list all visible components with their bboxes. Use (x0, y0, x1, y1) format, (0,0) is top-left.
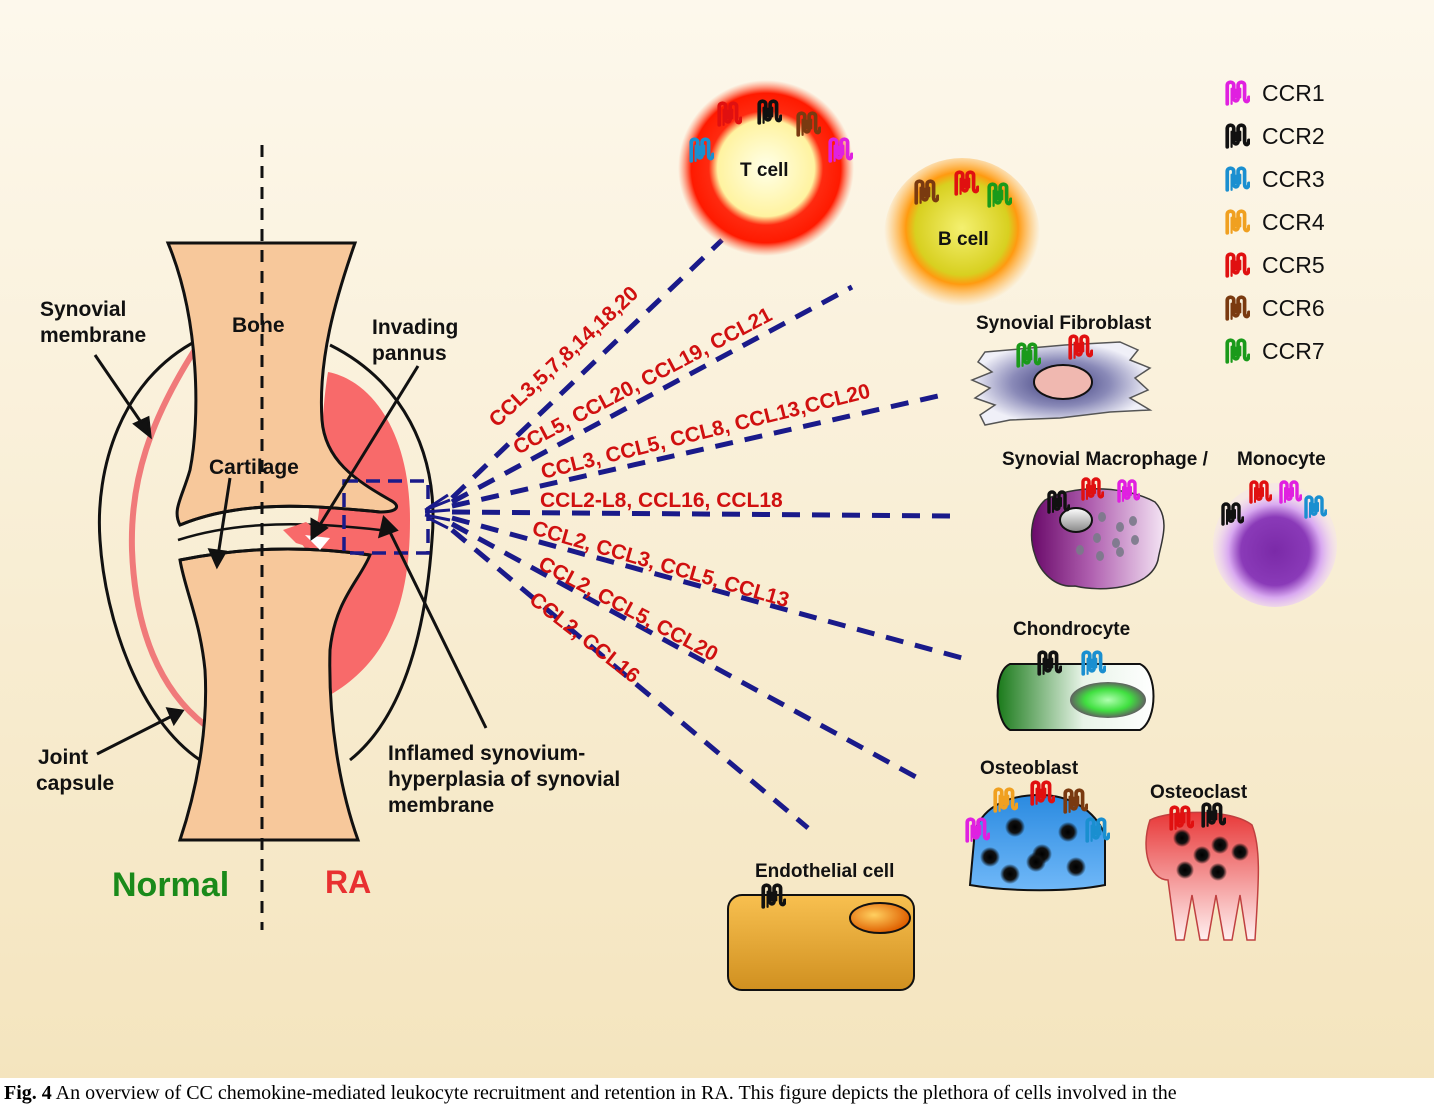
t-cell: T cell (678, 80, 854, 256)
legend-label: CCR5 (1262, 252, 1325, 278)
receptor-icon (1225, 209, 1250, 235)
label-endothelial: Endothelial cell (755, 861, 894, 882)
figure-caption: Fig. 4 An overview of CC chemokine-media… (0, 1078, 1434, 1104)
label-ra: RA (325, 864, 371, 900)
receptor-icon (1225, 252, 1250, 278)
monocyte: Monocyte (1213, 449, 1337, 607)
legend-label: CCR2 (1262, 123, 1325, 149)
receptor-icon (1225, 123, 1250, 149)
label-synovial-membrane-2: membrane (40, 324, 146, 347)
caption-text: An overview of CC chemokine-mediated leu… (51, 1082, 1177, 1104)
label-inflamed-2: hyperplasia of synovial (388, 768, 620, 791)
label-joint-capsule-1: Joint (38, 746, 88, 769)
cartilage-top (179, 504, 381, 527)
legend-label: CCR4 (1262, 209, 1325, 235)
label-invading-pannus-2: pannus (372, 342, 447, 365)
receptor-icon (1225, 338, 1250, 364)
synovial-fibroblast: Synovial Fibroblast (970, 313, 1153, 426)
chondrocyte: Chondrocyte (996, 619, 1155, 731)
label-t-cell: T cell (740, 160, 789, 181)
label-synovial-membrane-1: Synovial (40, 298, 126, 321)
legend-label: CCR3 (1262, 166, 1325, 192)
joint-capsule-right (329, 343, 435, 762)
label-bone: Bone (232, 314, 285, 337)
chemokine-label-macrophage: CCL2-L8, CCL16, CCL18 (540, 489, 783, 512)
b-cell: B cell (884, 158, 1040, 314)
osteoclast: Osteoclast (1145, 782, 1260, 941)
osteoblast: Osteoblast (965, 758, 1110, 892)
chemokine-lines (450, 238, 963, 830)
label-joint-capsule-2: capsule (36, 772, 114, 795)
label-osteoclast: Osteoclast (1150, 782, 1248, 803)
label-chondrocyte: Chondrocyte (1013, 619, 1130, 640)
label-osteoblast: Osteoblast (980, 758, 1079, 779)
lower-bone (177, 547, 373, 842)
label-cartilage: Cartilage (209, 456, 299, 479)
legend-label: CCR1 (1262, 80, 1325, 106)
label-macrophage: Synovial Macrophage / (1002, 449, 1209, 470)
cartilage-bottom (179, 547, 371, 562)
caption-fig-number: Fig. 4 (4, 1082, 52, 1104)
label-fibroblast: Synovial Fibroblast (976, 313, 1152, 334)
label-inflamed-3: membrane (388, 794, 494, 817)
label-invading-pannus-1: Invading (372, 316, 458, 339)
legend-label: CCR7 (1262, 338, 1325, 364)
receptor-icon (1225, 295, 1250, 321)
endothelial-cell: Endothelial cell (727, 861, 915, 991)
diagram: Bone Cartilage Synovial membrane Joint c… (36, 80, 1337, 991)
joint-capsule-left (97, 338, 201, 762)
receptor-icon (1225, 80, 1250, 106)
label-normal: Normal (112, 866, 229, 904)
synovial-membrane-normal (128, 346, 207, 728)
synovial-macrophage: Synovial Macrophage / (1002, 449, 1209, 590)
label-b-cell: B cell (938, 229, 989, 250)
receptor-icon (1225, 166, 1250, 192)
label-monocyte: Monocyte (1237, 449, 1326, 470)
joint-illustration: Bone Cartilage Synovial membrane Joint c… (36, 145, 620, 930)
chemokine-label-fibroblast: CCL3, CCL5, CCL8, CCL13,CCL20 (539, 380, 873, 484)
upper-bone (165, 241, 398, 527)
label-inflamed-1: Inflamed synovium- (388, 742, 585, 765)
legend-label: CCR6 (1262, 295, 1325, 321)
